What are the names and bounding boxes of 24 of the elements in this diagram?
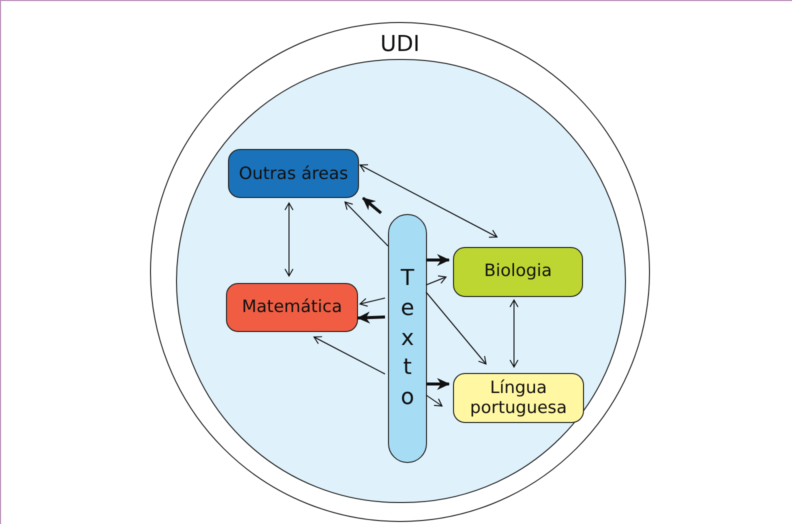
circle-heading: UDI [379,31,421,59]
arrow [360,164,498,238]
rounded-box [453,247,583,297]
box-label: Matemática [240,296,344,319]
arrow [314,336,386,374]
arrow [360,298,386,307]
arrow [426,275,446,286]
box-label: Biologia [483,260,553,284]
arrow [426,254,450,266]
box-label: Outras áreas [238,162,350,184]
arrow [357,312,386,324]
arrow [362,196,382,214]
arrow [426,394,442,406]
arrow [510,300,518,368]
rounded-box [453,373,584,423]
arrow [344,202,388,246]
box-label: Língua portuguesa [469,378,568,418]
arrow [426,292,486,364]
rounded-box [226,283,358,332]
vertical-text: Texto [400,265,416,412]
rounded-box [228,149,359,198]
arrow [426,378,450,390]
vertical-bar [388,214,427,463]
arrow [284,202,294,276]
